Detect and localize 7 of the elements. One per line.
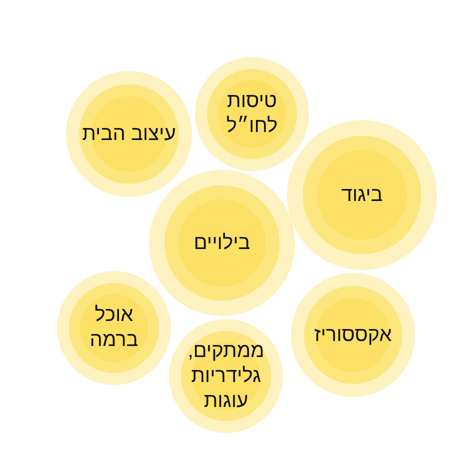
node-label: בילויים [192, 230, 252, 256]
node-label: טיסות לחו״ל [225, 89, 279, 139]
node-label: ממתקים, גלידריות עוגות [186, 338, 266, 414]
node-label: עיצוב הבית [81, 122, 177, 146]
node-label: אוכל ברמה [88, 303, 140, 353]
node-label: אקססוריז [313, 322, 393, 348]
node-label: ביגוד [340, 182, 384, 208]
